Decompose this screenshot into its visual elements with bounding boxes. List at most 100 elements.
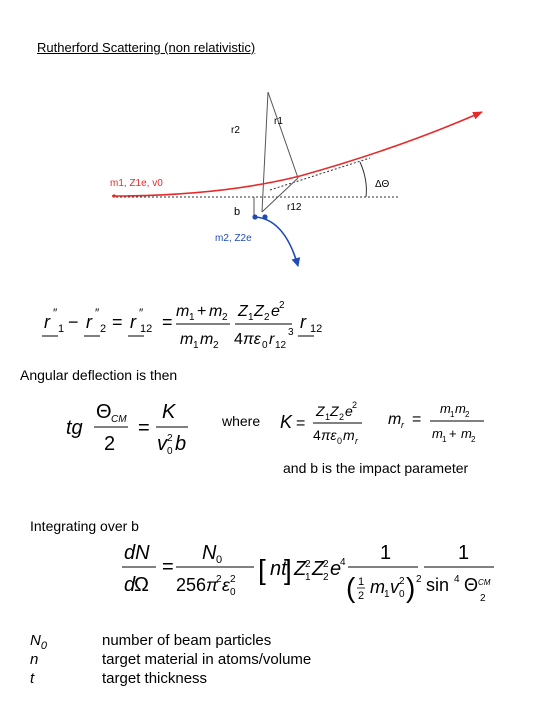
svg-text:2: 2	[358, 590, 364, 602]
legend-symbol: n	[30, 651, 39, 668]
svg-text:Z: Z	[311, 558, 325, 580]
svg-text:3: 3	[288, 327, 294, 338]
svg-text:m: m	[176, 303, 189, 320]
svg-text:v: v	[157, 433, 168, 455]
svg-text:π: π	[206, 575, 219, 595]
label-b: b	[234, 206, 240, 218]
label-r12: r12	[287, 202, 302, 213]
svg-text:m: m	[180, 331, 193, 348]
label-r1: r1	[274, 116, 283, 127]
svg-text:0: 0	[216, 554, 222, 566]
svg-text:(: (	[346, 572, 356, 603]
svg-text:1: 1	[248, 312, 254, 323]
svg-text:r: r	[401, 420, 405, 430]
svg-text:=: =	[296, 415, 305, 432]
svg-text:=: =	[162, 312, 173, 332]
svg-text:1: 1	[58, 323, 64, 335]
svg-text:2: 2	[213, 340, 219, 351]
svg-text:r: r	[269, 331, 275, 348]
svg-text:r: r	[44, 312, 51, 332]
text-angular-deflection: Angular deflection is then	[20, 367, 178, 383]
svg-text:1: 1	[325, 412, 330, 422]
svg-text:Z: Z	[329, 403, 339, 419]
svg-text:): )	[406, 572, 415, 603]
svg-text:Z: Z	[315, 403, 325, 419]
text-integrating: Integrating over b	[30, 518, 139, 534]
svg-text:1: 1	[442, 435, 447, 444]
svg-text:256: 256	[176, 575, 206, 595]
delta-theta-arc	[359, 161, 367, 198]
svg-text:1: 1	[450, 410, 455, 419]
svg-text:2: 2	[323, 559, 329, 570]
target-particle-dot-2	[262, 214, 268, 220]
tangent-line	[269, 157, 371, 191]
svg-text:2: 2	[279, 300, 285, 311]
svg-text:12: 12	[275, 340, 287, 351]
svg-text:2: 2	[264, 312, 270, 323]
svg-text:0: 0	[337, 436, 342, 446]
svg-text:2: 2	[352, 400, 357, 410]
projectile-start-dot	[112, 194, 116, 198]
svg-text:r: r	[355, 436, 359, 446]
label-particle-1: m1, Z1e, v0	[110, 178, 163, 189]
svg-text:r: r	[300, 312, 307, 332]
svg-text:+: +	[197, 303, 206, 320]
svg-text:2: 2	[465, 410, 470, 419]
svg-text:b: b	[175, 433, 186, 455]
svg-text:=: =	[112, 312, 123, 332]
text-where: where	[222, 413, 261, 429]
svg-text:dN: dN	[124, 542, 150, 564]
svg-text:+: +	[449, 426, 457, 441]
svg-text:m: m	[343, 427, 355, 443]
svg-text:″: ″	[95, 306, 100, 320]
svg-text:1: 1	[380, 542, 391, 564]
svg-text:2: 2	[339, 412, 344, 422]
svg-text:N: N	[202, 542, 217, 564]
target-recoil-trajectory	[255, 216, 301, 267]
svg-text:ε: ε	[222, 575, 231, 595]
legend-description: target thickness	[102, 670, 208, 687]
svg-text:2: 2	[104, 433, 115, 455]
svg-text:CM: CM	[478, 578, 491, 587]
svg-text:1: 1	[458, 542, 469, 564]
svg-text:sin: sin	[426, 575, 449, 595]
svg-text:m: m	[388, 411, 401, 428]
svg-text:1: 1	[384, 589, 390, 600]
svg-text:0: 0	[230, 587, 236, 598]
svg-text:2: 2	[416, 574, 422, 585]
svg-text:Θ: Θ	[96, 401, 112, 423]
svg-text:d: d	[124, 574, 136, 596]
svg-text:m: m	[370, 577, 385, 597]
svg-text:4: 4	[340, 557, 346, 568]
svg-text:2: 2	[399, 576, 405, 587]
svg-text:2: 2	[305, 559, 311, 570]
svg-text:r: r	[86, 312, 93, 332]
svg-text:″: ″	[139, 306, 144, 320]
svg-text:m: m	[432, 426, 443, 441]
svg-text:Θ: Θ	[464, 575, 478, 595]
svg-text:Z: Z	[253, 303, 265, 320]
svg-text:m: m	[209, 303, 222, 320]
vector-r1	[267, 91, 299, 179]
svg-text:K: K	[162, 401, 177, 423]
svg-text:v: v	[390, 577, 400, 597]
scattering-diagram: r1 r2 r12 b ΔΘ m1, Z1e, v0 m2, Z2e	[110, 91, 483, 267]
svg-text:e: e	[330, 558, 341, 580]
svg-text:CM: CM	[111, 414, 127, 425]
svg-text:Z: Z	[237, 303, 249, 320]
svg-text:[: [	[258, 554, 266, 585]
svg-text:1: 1	[305, 572, 311, 583]
svg-text:2: 2	[167, 433, 173, 444]
label-r2: r2	[231, 125, 240, 136]
svg-text:tg: tg	[66, 417, 83, 439]
legend-symbol: t	[30, 670, 35, 687]
svg-text:2: 2	[222, 312, 228, 323]
svg-text:2: 2	[216, 574, 222, 585]
svg-text:πε: πε	[321, 427, 337, 443]
svg-text:Ω: Ω	[134, 574, 149, 596]
svg-text:=: =	[412, 411, 421, 428]
